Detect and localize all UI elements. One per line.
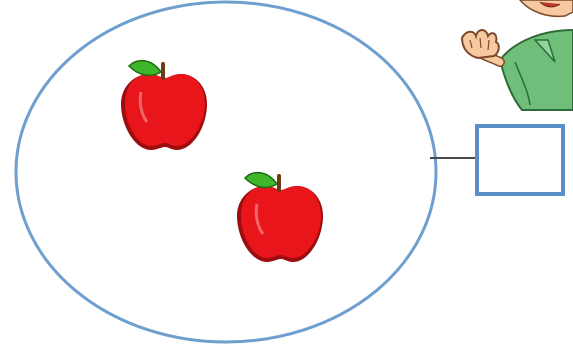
boy-cartoon — [462, 0, 573, 110]
answer-box[interactable] — [477, 126, 563, 194]
group-ellipse — [16, 2, 436, 342]
